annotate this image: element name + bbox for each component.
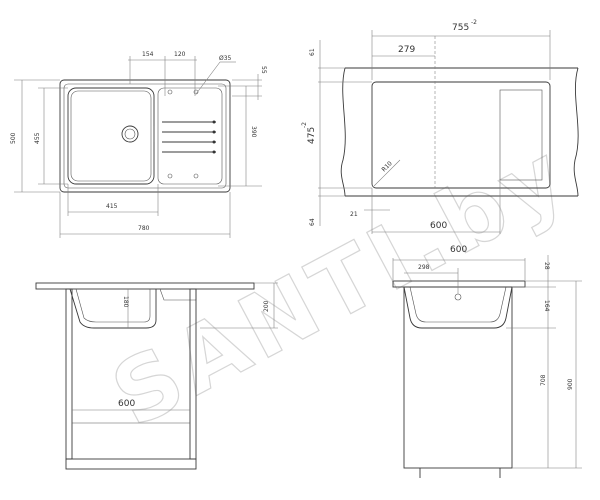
sink-inner-outline <box>63 83 227 189</box>
radius-label: R10 <box>380 160 393 173</box>
dim-900-label: 900 <box>567 378 574 390</box>
countertop-edge-left <box>340 67 346 197</box>
dim-780-label: 780 <box>138 225 150 232</box>
rib-end-dot <box>212 140 216 144</box>
dim-55-label: 55 <box>260 66 267 74</box>
overflow-hole-icon <box>454 293 462 301</box>
dim-415-label: 415 <box>106 203 118 210</box>
rib-end-dot <box>212 130 216 134</box>
cutout-drainer <box>499 89 543 181</box>
countertop-edge-right <box>573 67 579 197</box>
bowl-section <box>69 288 157 329</box>
bowl-section-inner <box>75 288 151 323</box>
leader-line <box>373 159 401 187</box>
dim-475-tolerance: -2 <box>301 122 308 128</box>
drain-inner-icon <box>124 128 136 140</box>
countertop-section <box>35 282 255 290</box>
top-view: 154 120 Ø35 55 390 500 455 415 78 <box>10 51 267 238</box>
dim-64-label: 64 <box>309 218 316 226</box>
dim-390-label: 390 <box>250 126 257 138</box>
dim-279-label: 279 <box>398 45 415 55</box>
dim-180-label: 180 <box>122 296 129 308</box>
cutout-rect <box>371 81 551 189</box>
dim-28-label: 28 <box>543 262 550 270</box>
leader-line <box>195 61 221 95</box>
hole-diameter-label: Ø35 <box>219 55 232 62</box>
dim-600-label: 600 <box>430 221 447 231</box>
rib-end-dot <box>212 120 216 124</box>
sink-outline <box>59 79 231 193</box>
dim-708-label: 708 <box>540 374 547 386</box>
side-bowl-inner <box>409 286 507 323</box>
dim-475-label: 475 <box>307 127 317 144</box>
bowl-outline <box>67 87 155 185</box>
dim-755-tolerance: -2 <box>471 19 477 26</box>
cabinet-left-side <box>65 288 73 460</box>
dim-164-label: 164 <box>543 300 550 312</box>
side-bowl <box>403 286 513 329</box>
dim-455-label: 455 <box>34 132 41 144</box>
drainer-section <box>159 288 197 301</box>
dim-600-front-label: 600 <box>118 399 135 409</box>
dim-298-label: 298 <box>418 264 430 271</box>
side-section-view: 600 298 28 164 708 900 <box>392 245 582 478</box>
drainer-board <box>157 87 223 185</box>
dim-120-label: 120 <box>174 51 186 58</box>
drain-outer-icon <box>121 125 139 143</box>
dim-755-label: 755 <box>452 23 469 33</box>
dim-154-label: 154 <box>142 51 154 58</box>
front-section-view: 600 180 200 <box>35 282 278 470</box>
cabinet-plinth <box>65 458 197 470</box>
dim-200-label: 200 <box>263 300 270 312</box>
dim-500-label: 500 <box>10 132 17 144</box>
side-cabinet <box>403 286 513 469</box>
tap-hole-icon <box>167 89 173 95</box>
dim-600-side-label: 600 <box>450 245 467 255</box>
tap-hole-icon <box>167 173 173 179</box>
dim-61-label: 61 <box>309 48 316 56</box>
bowl-inner <box>70 90 152 182</box>
dim-21-label: 21 <box>350 211 358 218</box>
tap-hole-icon <box>193 173 199 179</box>
cutout-view: 755 -2 279 61 475 -2 64 R10 21 600 <box>301 19 579 234</box>
rib-end-dot <box>212 150 216 154</box>
